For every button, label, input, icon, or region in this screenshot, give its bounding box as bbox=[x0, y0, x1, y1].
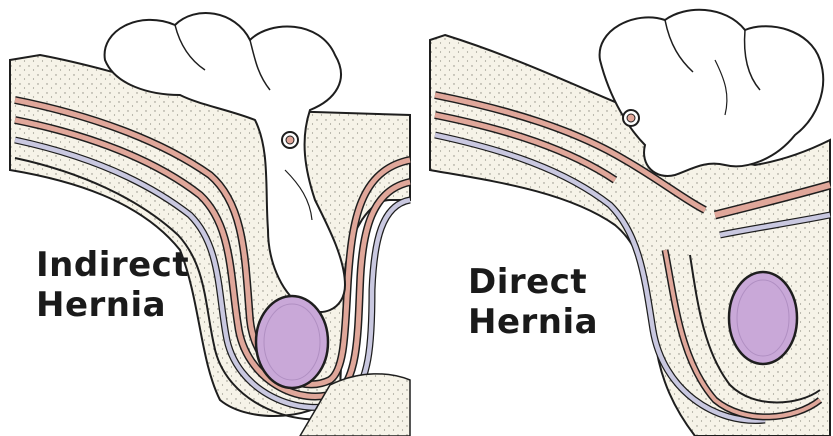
direct-hernia-drawing bbox=[425, 0, 833, 436]
direct-hernia-panel: Direct Hernia bbox=[425, 0, 833, 436]
indirect-hernia-panel: Indirect Hernia bbox=[0, 0, 420, 436]
direct-label-line2: Hernia bbox=[468, 302, 598, 342]
direct-label-line1: Direct bbox=[468, 262, 598, 302]
indirect-label-line1: Indirect bbox=[36, 245, 189, 285]
epigastric-vessel-inner bbox=[286, 136, 294, 144]
indirect-hernia-label: Indirect Hernia bbox=[36, 245, 189, 325]
testis bbox=[256, 296, 328, 388]
direct-hernia-label: Direct Hernia bbox=[468, 262, 598, 342]
indirect-label-line2: Hernia bbox=[36, 285, 189, 325]
epigastric-vessel-inner bbox=[627, 114, 635, 122]
indirect-hernia-drawing bbox=[0, 0, 420, 436]
testis bbox=[729, 272, 797, 364]
